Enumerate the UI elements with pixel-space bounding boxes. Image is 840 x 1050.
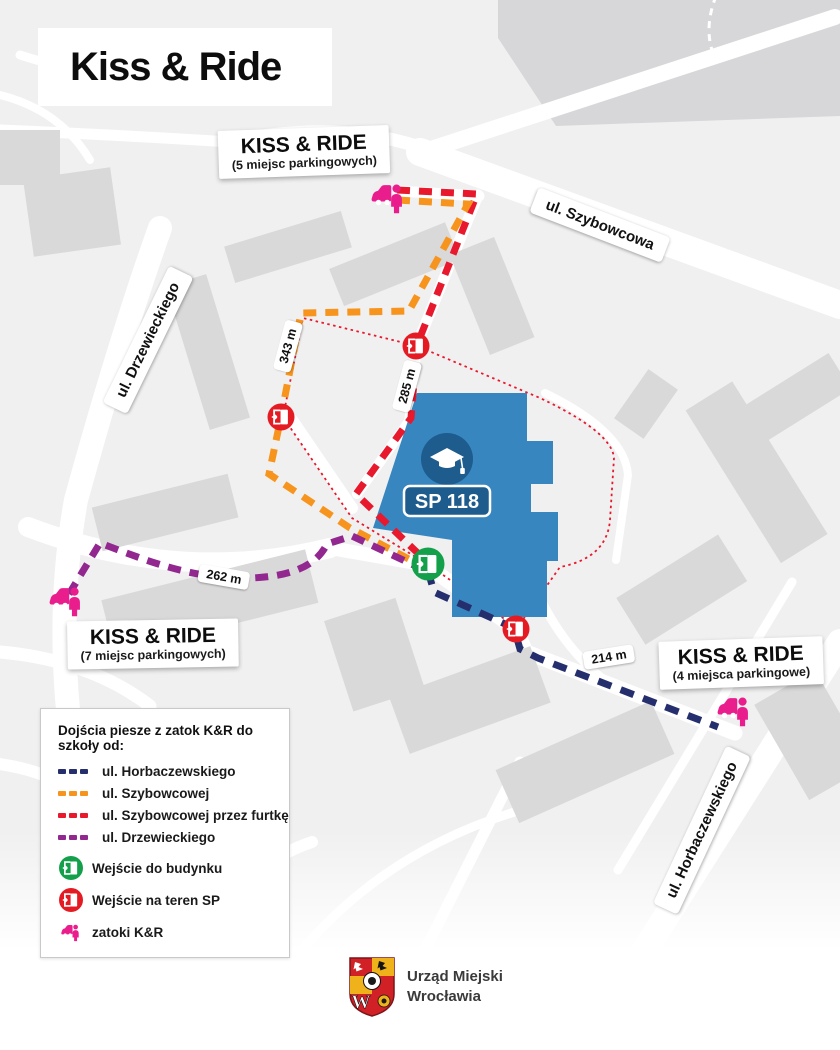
poster-title: Kiss & Ride <box>70 44 282 89</box>
route-szybowcowa-furtka <box>351 186 483 564</box>
graduation-cap-icon <box>421 433 473 485</box>
legend-route-label: ul. Horbaczewskiego <box>102 764 236 779</box>
kr-bay-label-top: KISS & RIDE (5 miejsc parkingowych) <box>217 125 391 179</box>
kr-bay-capacity: (7 miejsc parkingowych) <box>80 646 226 664</box>
organization-name: Urząd Miejski Wrocławia <box>407 967 503 1007</box>
route-swatch-red <box>58 813 94 818</box>
route-swatch-navy <box>58 769 94 774</box>
grounds-entrance-markers <box>267 332 530 643</box>
route-swatch-orange <box>58 791 94 796</box>
kr-bay-label-left: KISS & RIDE (7 miejsc parkingowych) <box>67 618 239 670</box>
grounds-entrance-icon <box>402 332 430 360</box>
legend-route-drzewieckiego: ul. Drzewieckiego <box>58 830 289 845</box>
kr-bay-label-right: KISS & RIDE (4 miejsca parkingowe) <box>658 636 824 690</box>
school-badge <box>402 484 492 518</box>
legend-route-label: ul. Szybowcowej przez furtkę <box>102 808 289 823</box>
legend-marker-label: Wejście na teren SP <box>92 892 221 908</box>
legend-route-szybowcowa: ul. Szybowcowej <box>58 786 289 801</box>
footpath-dashed <box>707 0 718 61</box>
school-badge-label: SP 118 <box>415 491 479 513</box>
legend-building-entrance: Wejście do budynku <box>58 855 289 881</box>
organization-line1: Urząd Miejski <box>407 968 503 985</box>
crest-letter: W <box>352 992 371 1013</box>
school-marker: SP 118 <box>402 433 492 518</box>
legend-marker-label: Wejście do budynku <box>92 860 223 876</box>
legend-marker-label: zatoki K&R <box>92 924 164 940</box>
legend-route-furtka: ul. Szybowcowej przez furtkę <box>58 808 289 823</box>
legend-route-horbaczewskiego: ul. Horbaczewskiego <box>58 764 289 779</box>
organization-line2: Wrocławia <box>407 988 481 1005</box>
legend-title: Dojścia piesze z zatok K&R do szkoły od: <box>58 723 254 753</box>
grounds-entrance-icon <box>59 888 83 912</box>
kiss-and-ride-bay-icon <box>61 924 79 942</box>
poster-title-box: Kiss & Ride <box>38 28 332 106</box>
grounds-entrance-icon <box>502 615 530 643</box>
building-blocks <box>0 130 840 824</box>
route-swatch-purple <box>58 835 94 840</box>
footer: W Urząd Miejski Wrocławia <box>348 956 503 1018</box>
legend-grounds-entrance: Wejście na teren SP <box>58 887 289 913</box>
wroclaw-coat-of-arms: W <box>349 957 395 1017</box>
kr-bay-title: KISS & RIDE <box>89 623 217 650</box>
building-entrance-icon <box>59 856 83 880</box>
legend-route-label: ul. Drzewieckiego <box>102 830 216 845</box>
legend-route-label: ul. Szybowcowej <box>102 786 210 801</box>
building-entrance-icon <box>411 547 445 581</box>
grounds-entrance-icon <box>267 403 295 431</box>
legend-kr-bay: zatoki K&R <box>58 919 289 945</box>
route-drzewieckiego <box>66 532 422 596</box>
legend: Dojścia piesze z zatok K&R do szkoły od:… <box>40 708 290 958</box>
school-grounds-fence <box>282 316 615 630</box>
